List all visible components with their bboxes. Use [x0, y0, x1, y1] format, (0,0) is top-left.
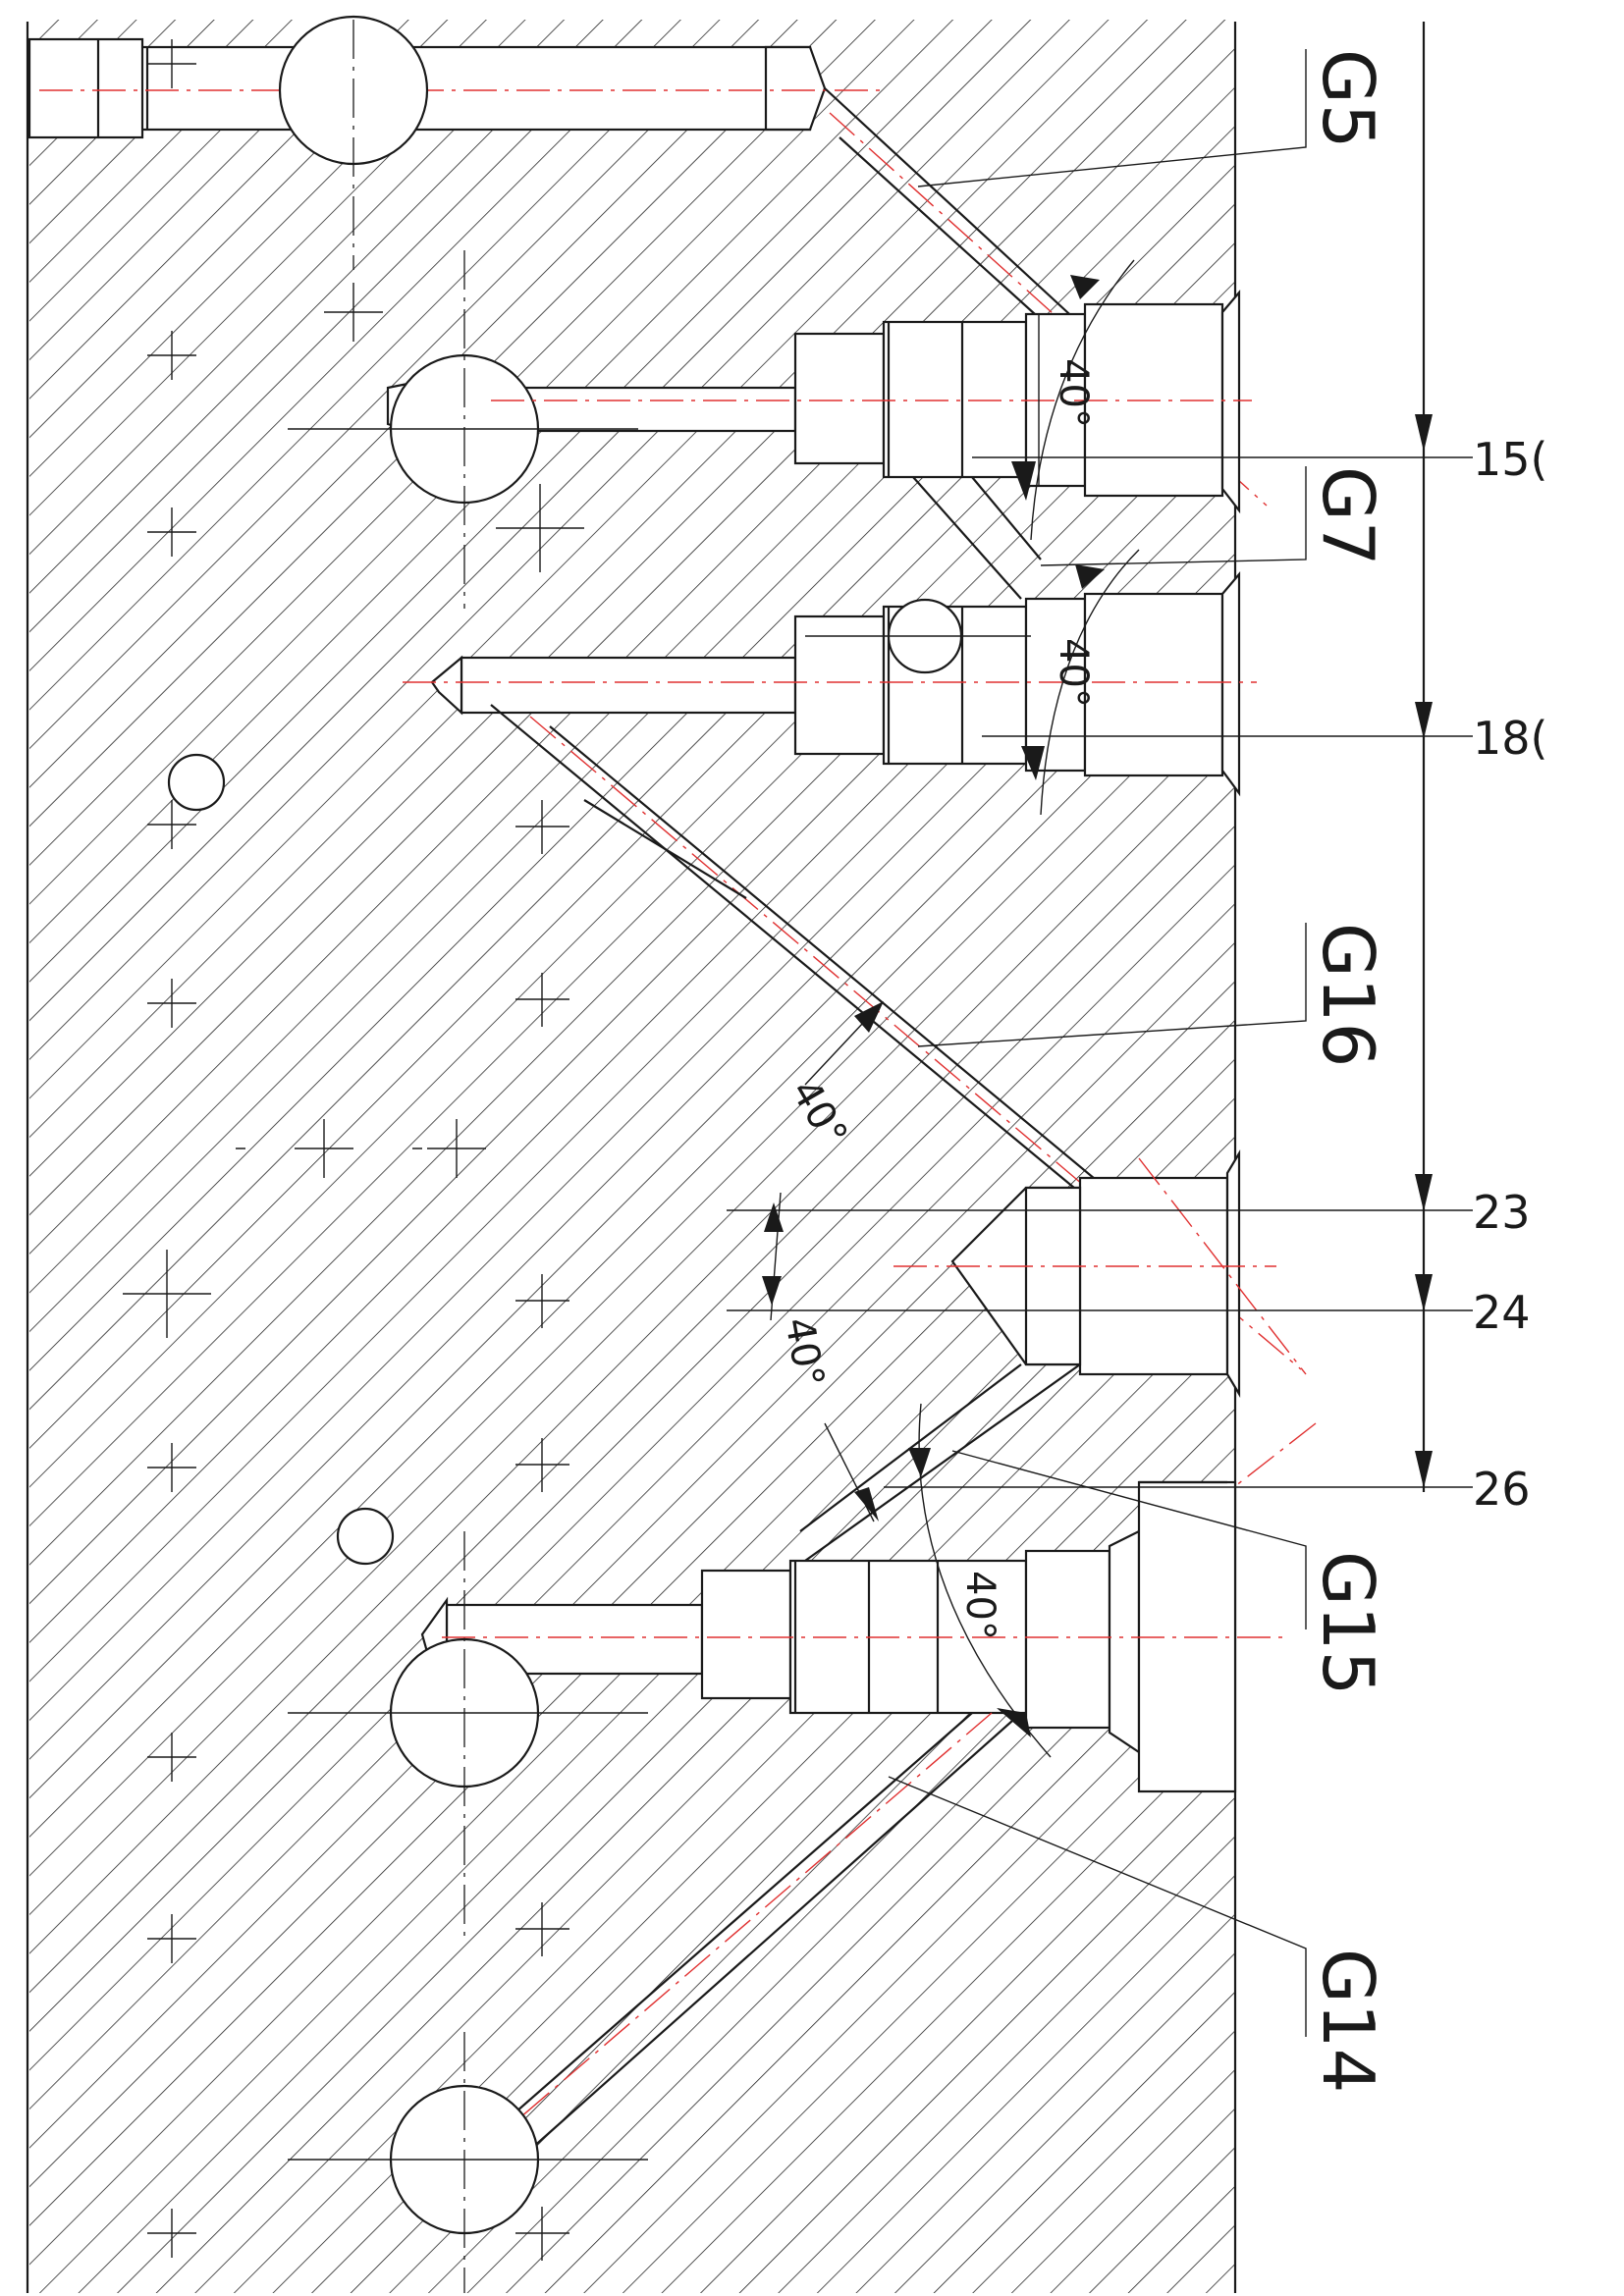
top-plug [27, 15, 884, 270]
cross-marks [123, 39, 584, 2261]
angle-labels: 40° 40° 40° 40° 40° [776, 358, 1096, 1640]
callout-leaders [888, 49, 1307, 2037]
valve-upper [288, 250, 1252, 609]
valve-lower [288, 1480, 1286, 1944]
dim-label-4: 24 [1473, 1286, 1531, 1339]
passage-g7 [912, 476, 1042, 600]
valve-middle [403, 571, 1257, 797]
passage-g16 [490, 704, 1302, 1370]
angle-label-1: 40° [1051, 358, 1096, 428]
callout-g15: G15 [1307, 1551, 1389, 1695]
dim-label-2: 18( [1473, 712, 1547, 765]
callout-g16: G16 [1307, 923, 1389, 1067]
callout-labels: G5 G7 G16 G15 G14 [1307, 49, 1389, 2093]
callout-g7: G7 [1307, 466, 1389, 566]
dim-label-3: 23 [1473, 1186, 1531, 1239]
callout-g14: G14 [1307, 1949, 1389, 2093]
angle-label-2: 40° [1051, 638, 1096, 708]
dimension-chain [727, 22, 1473, 1492]
callout-g5: G5 [1307, 49, 1389, 149]
angle-label-5: 40° [957, 1571, 1002, 1640]
angle-arcs [762, 259, 1140, 1758]
dimension-labels: 15( 18( 23 24 26 [1473, 433, 1547, 1516]
passage-g14 [288, 1712, 1022, 2293]
small-holes [167, 753, 395, 1566]
dim-label-5: 26 [1473, 1463, 1531, 1516]
dim-label-1: 15( [1473, 433, 1547, 486]
